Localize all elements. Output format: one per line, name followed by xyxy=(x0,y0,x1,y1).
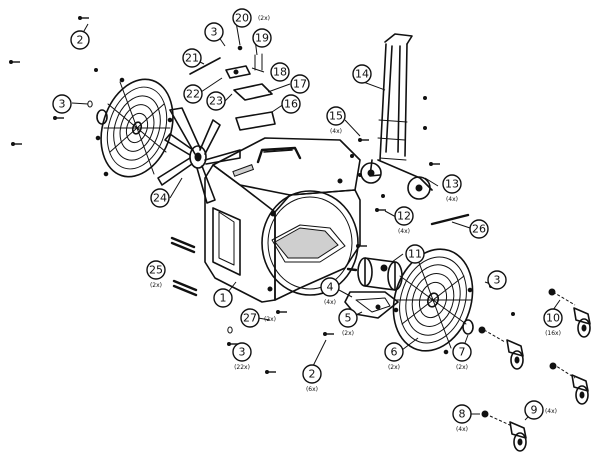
callout-4: 4 (4x) xyxy=(320,277,340,306)
svg-text:23: 23 xyxy=(209,95,223,108)
svg-text:16: 16 xyxy=(284,98,298,111)
svg-text:(6x): (6x) xyxy=(306,386,318,393)
svg-text:(16x): (16x) xyxy=(545,330,561,337)
svg-text:(4x): (4x) xyxy=(456,426,468,433)
callout-16: 16 xyxy=(281,94,301,114)
rubber-feet-strips xyxy=(170,236,198,297)
hand-truck xyxy=(360,33,433,200)
callout-12: 12 (4x) xyxy=(394,206,414,235)
callout-9: 9 (4x) xyxy=(524,400,557,420)
callout-3-top: 3 xyxy=(204,22,224,42)
svg-text:(4x): (4x) xyxy=(324,299,336,306)
motor xyxy=(346,257,403,291)
svg-text:5: 5 xyxy=(345,312,352,325)
callout-25: 25 (2x) xyxy=(146,260,166,289)
housing xyxy=(204,137,361,303)
callout-20: 20 (2x) xyxy=(232,8,270,28)
fan-grille-left xyxy=(95,77,174,178)
svg-text:26: 26 xyxy=(472,223,486,236)
fan-grille-right xyxy=(392,247,474,355)
fan-impeller xyxy=(157,107,241,204)
svg-text:6: 6 xyxy=(391,346,398,359)
svg-text:(2x): (2x) xyxy=(342,330,354,337)
callout-1: 1 xyxy=(213,288,233,308)
callout-19: 19 xyxy=(252,28,272,48)
svg-text:15: 15 xyxy=(329,110,343,123)
svg-text:27: 27 xyxy=(243,312,257,325)
callout-24: 24 xyxy=(150,188,170,208)
callout-11: 11 xyxy=(405,244,425,264)
callout-21: 21 xyxy=(182,48,202,68)
svg-text:18: 18 xyxy=(273,66,287,79)
motor-mount-bracket xyxy=(344,291,399,319)
svg-text:(4x): (4x) xyxy=(330,128,342,135)
callout-22: 22 xyxy=(183,84,203,104)
svg-text:(2x): (2x) xyxy=(258,15,270,22)
callout-17: 17 xyxy=(290,74,310,94)
svg-text:9: 9 xyxy=(531,404,538,417)
svg-text:8: 8 xyxy=(459,408,466,421)
svg-text:3: 3 xyxy=(239,346,246,359)
callout-6: 6 (2x) xyxy=(384,342,404,371)
svg-text:14: 14 xyxy=(355,68,369,81)
callout-labels: 1 2 2 (6x) 3 3 3 (22x) 3 4 xyxy=(52,8,563,433)
svg-text:3: 3 xyxy=(59,98,66,111)
svg-text:13: 13 xyxy=(445,178,459,191)
svg-text:2: 2 xyxy=(77,34,84,47)
svg-text:24: 24 xyxy=(153,192,167,205)
callout-3-right: 3 xyxy=(487,270,507,290)
callout-15: 15 (4x) xyxy=(326,106,346,135)
svg-text:(22x): (22x) xyxy=(234,364,250,371)
o-rings xyxy=(96,109,474,335)
svg-text:21: 21 xyxy=(185,52,199,65)
rod-26 xyxy=(430,213,470,226)
svg-text:22: 22 xyxy=(186,88,200,101)
svg-text:3: 3 xyxy=(494,274,501,287)
callout-7: 7 (2x) xyxy=(452,342,472,371)
svg-text:(4x): (4x) xyxy=(398,228,410,235)
svg-text:7: 7 xyxy=(459,346,466,359)
svg-text:(2x): (2x) xyxy=(264,316,276,323)
callout-14: 14 xyxy=(352,64,372,84)
callout-3-left: 3 xyxy=(52,94,72,114)
svg-text:(2x): (2x) xyxy=(150,282,162,289)
svg-text:(2x): (2x) xyxy=(456,364,468,371)
top-panel-parts xyxy=(189,45,276,131)
callout-3-bottom: 3 (22x) xyxy=(232,342,252,371)
svg-text:19: 19 xyxy=(255,32,269,45)
svg-text:3: 3 xyxy=(211,26,218,39)
svg-text:4: 4 xyxy=(327,281,334,294)
svg-text:25: 25 xyxy=(149,264,163,277)
caster-wheels xyxy=(478,288,591,452)
svg-text:12: 12 xyxy=(397,210,411,223)
svg-text:17: 17 xyxy=(293,78,307,91)
callout-27: 27 (2x) xyxy=(240,308,276,328)
svg-text:20: 20 xyxy=(235,12,249,25)
svg-text:(2x): (2x) xyxy=(388,364,400,371)
callout-23: 23 xyxy=(206,91,226,111)
callout-10: 10 (16x) xyxy=(543,308,563,337)
svg-text:(4x): (4x) xyxy=(545,408,557,415)
callout-8: 8 (4x) xyxy=(452,404,472,433)
callout-18: 18 xyxy=(270,62,290,82)
callout-5: 5 (2x) xyxy=(338,308,358,337)
svg-text:10: 10 xyxy=(546,312,560,325)
leader-lines xyxy=(71,21,561,421)
callout-2-top: 2 xyxy=(70,30,90,50)
callout-2-bottom: 2 (6x) xyxy=(302,364,322,393)
fasteners xyxy=(8,15,515,375)
callout-13: 13 (4x) xyxy=(442,174,462,203)
svg-text:2: 2 xyxy=(309,368,316,381)
svg-text:(4x): (4x) xyxy=(446,196,458,203)
svg-text:1: 1 xyxy=(220,292,227,305)
callout-26: 26 xyxy=(469,219,489,239)
svg-text:11: 11 xyxy=(408,248,422,261)
